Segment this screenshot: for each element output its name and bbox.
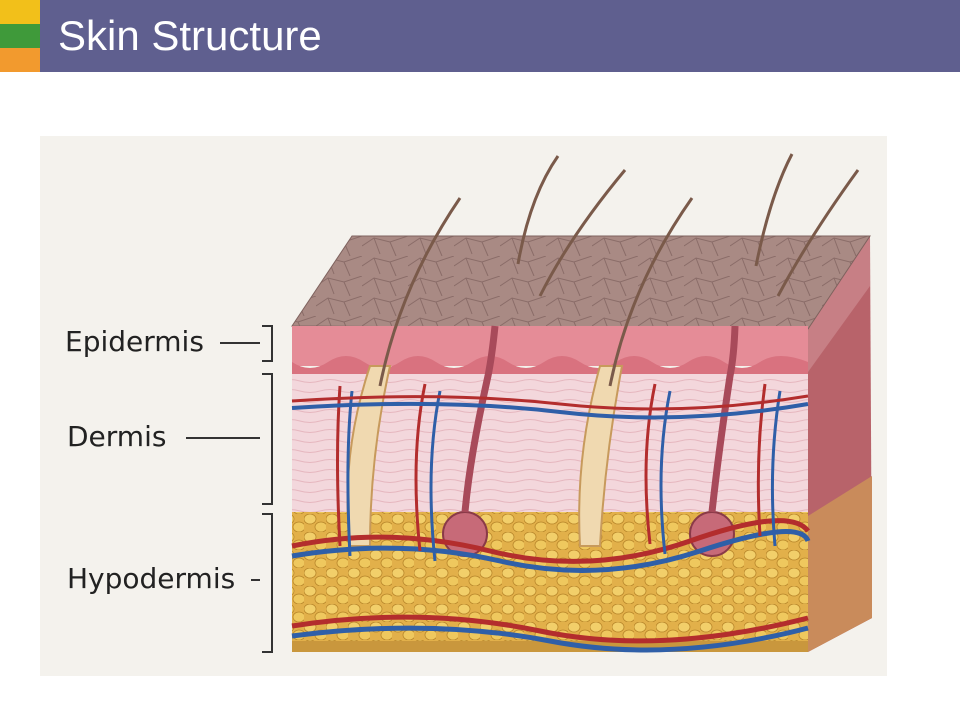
skin-cross-section-illustration <box>40 136 887 676</box>
accent-orange <box>0 48 40 72</box>
slide-title: Skin Structure <box>58 12 322 60</box>
layer-brackets <box>186 326 272 652</box>
label-epidermis: Epidermis <box>65 325 204 358</box>
accent-green <box>0 24 40 48</box>
label-hypodermis: Hypodermis <box>67 562 235 595</box>
title-bar: Skin Structure <box>40 0 960 72</box>
accent-yellow <box>0 0 40 24</box>
skin-diagram: Epidermis Dermis Hypodermis <box>40 136 887 676</box>
label-dermis: Dermis <box>67 420 166 453</box>
skin-surface <box>292 236 870 329</box>
